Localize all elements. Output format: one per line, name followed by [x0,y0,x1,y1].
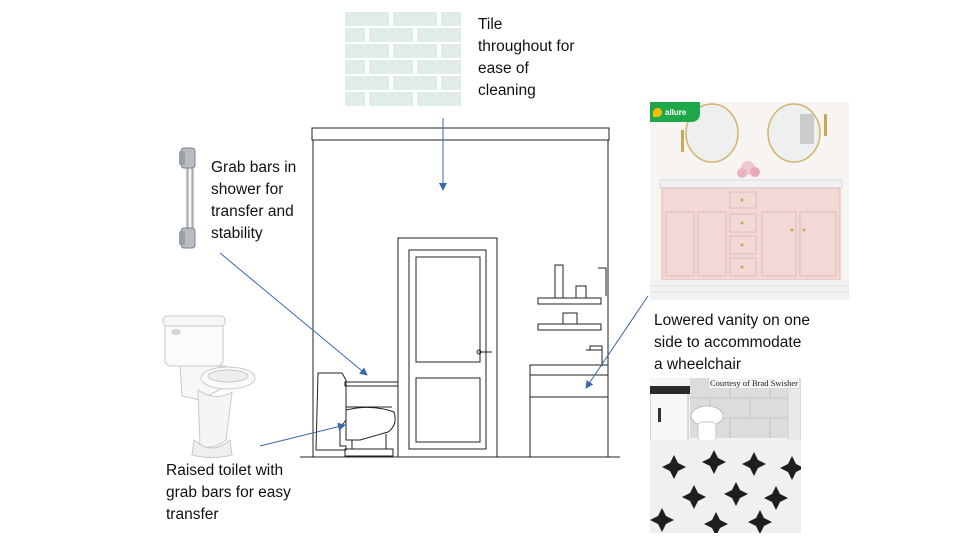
allure-logo-text: allure [665,107,687,117]
tile-annotation: Tile throughout for ease of cleaning [478,16,575,99]
toilet-image [162,315,256,458]
annotation-arrows [219,118,649,447]
subway-tile-swatch [343,10,463,108]
vanity-arrow [585,295,649,389]
grab-bar-arrow [219,252,368,376]
allure-logo: allure [650,102,700,122]
toilet-annotation: Raised toilet with grab bars for easy tr… [166,462,291,523]
floor-tile-photo: Courtesy of Brad Swisher [650,378,801,533]
allure-mark-icon [653,107,662,117]
bathroom-elevation [300,127,620,458]
vanity-photo: allure [650,102,849,300]
toilet-arrow [259,422,346,447]
photo-credit: Courtesy of Brad Swisher [708,378,799,388]
vanity-annotation: Lowered vanity on one side to accommodat… [654,312,810,373]
grab-bar-image [179,147,196,249]
grab-bar-annotation: Grab bars in shower for transfer and sta… [211,159,297,242]
